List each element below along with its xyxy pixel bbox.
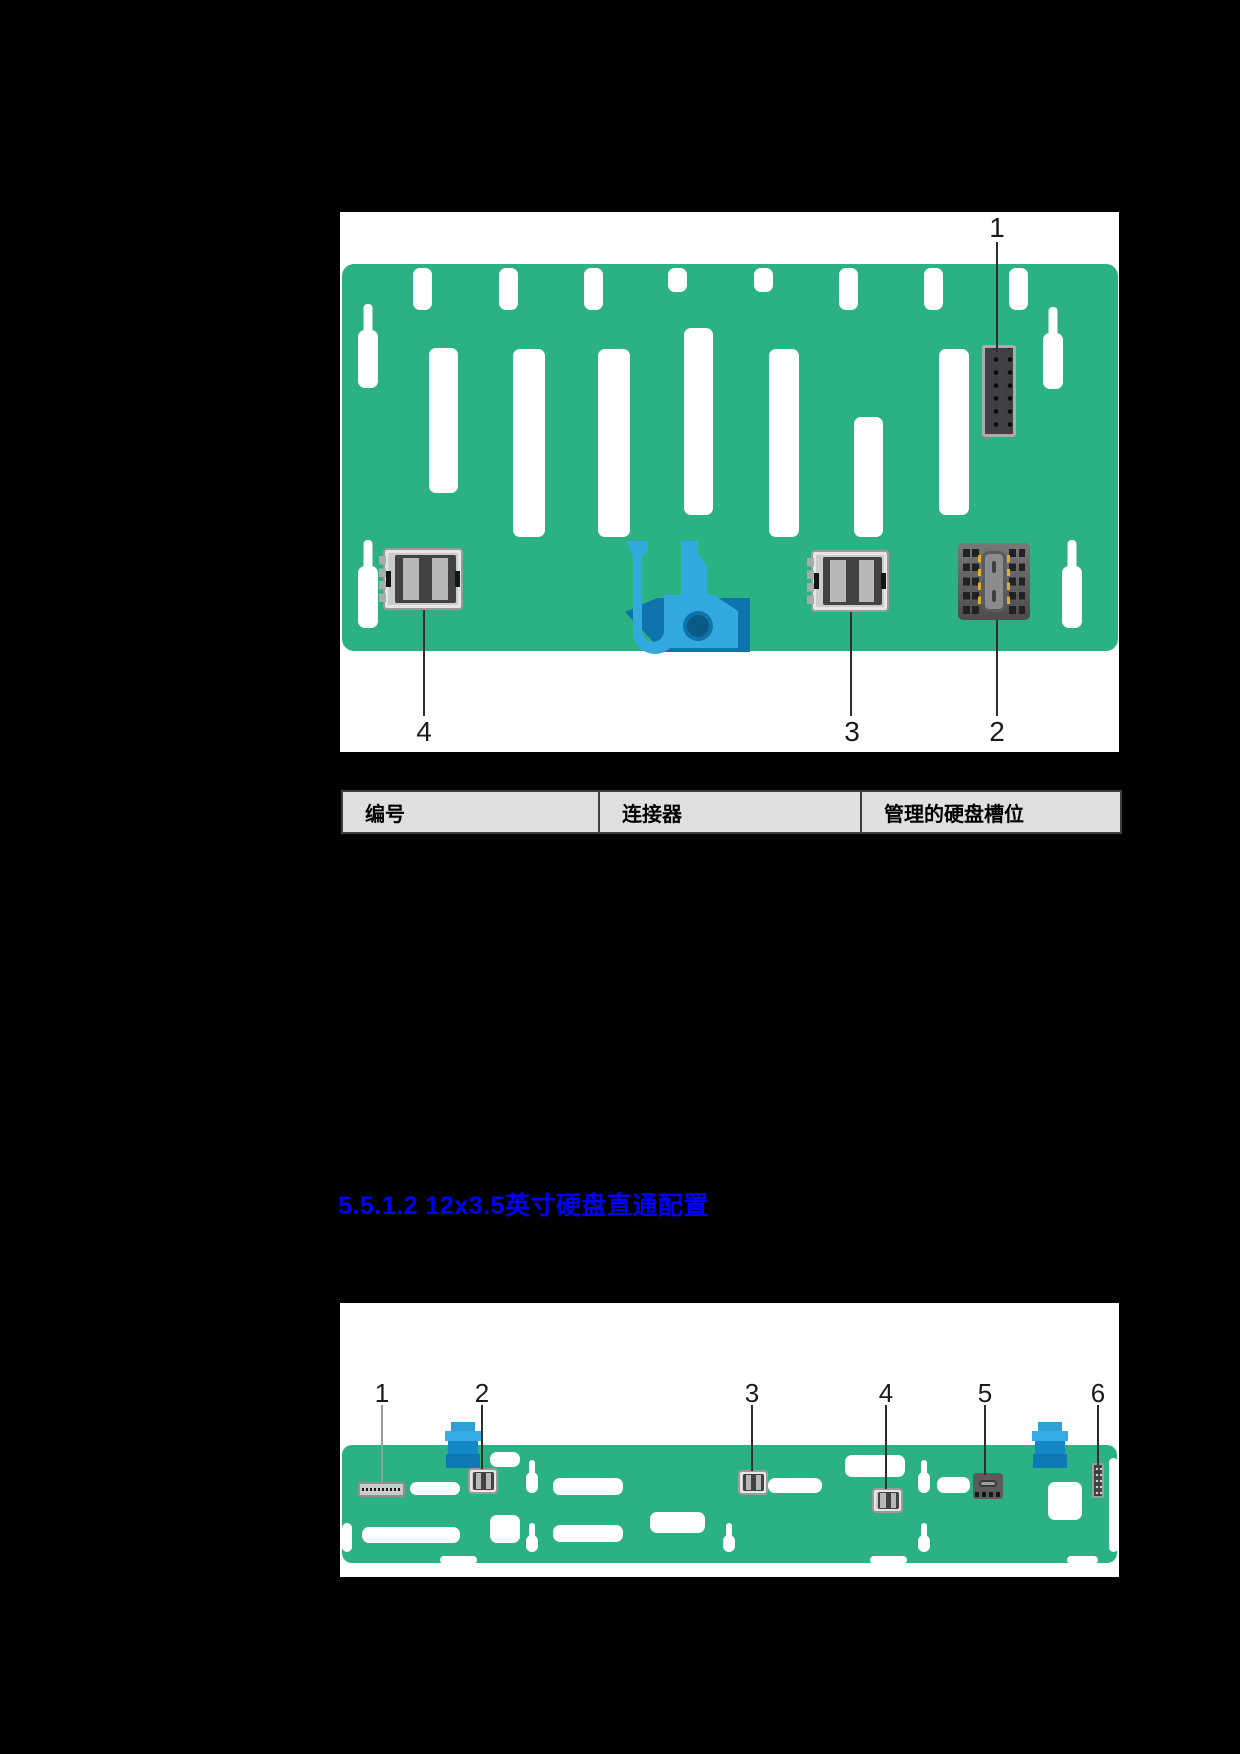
drive-slot-cutout [490,1452,520,1467]
keyhole-cutout [1043,333,1063,389]
connector-notch [813,573,819,589]
drive-slot-cutout [769,349,799,537]
callout-3-leader-line [751,1405,753,1471]
connector-slots [963,549,970,614]
release-handle [625,541,750,654]
power-connector-2 [958,543,1030,620]
backplane-pcb [342,264,1118,654]
drive-slot-cutout [1048,1482,1082,1520]
drive-slot-cutout [598,349,630,537]
minisas-hd-connector-3 [738,1470,768,1495]
drive-slot-cutout [429,348,458,493]
connector-face [822,557,882,605]
connector-face [877,1491,900,1510]
col-header-managed-drive-slots: 管理的硬盘槽位 [862,790,1122,834]
connector-face [743,1473,765,1492]
drive-slot-cutout [499,268,518,310]
minisas-hd-connector-4 [872,1488,903,1513]
callout-3-leader-line [850,612,852,716]
callout-4-label: 4 [878,1378,894,1408]
drive-slot-cutout [684,328,713,515]
drive-slot-cutout [845,1455,905,1477]
keyhole-cutout [526,1472,538,1493]
keyhole-cutout [918,1535,930,1552]
section-heading-link[interactable]: 5.5.1.2 12x3.5英寸硬盘直通配置 [338,1192,709,1220]
callout-4-leader-line [423,610,425,716]
signal-pin-header-connector-6 [1092,1463,1104,1498]
callout-5-label: 5 [977,1378,993,1408]
callout-3-label: 3 [744,1378,760,1408]
connector-contacts [978,555,982,608]
connector-notch [385,571,392,587]
drive-slot-cutout [768,1478,822,1493]
drive-slot-cutout [924,268,943,310]
callout-1-leader-line [996,242,998,352]
connector-slots [1018,549,1025,614]
drive-slot-cutout [1109,1458,1118,1552]
connector-slots [972,549,979,614]
drive-slot-cutout [553,1478,623,1495]
col-header-connector: 连接器 [600,790,862,834]
drive-slot-cutout [362,1527,460,1543]
drive-slot-cutout [490,1515,520,1543]
callout-5-leader-line [984,1405,986,1475]
drive-slot-cutout [1009,268,1028,310]
thumbscrew [1032,1422,1068,1468]
keyhole-cutout [358,566,378,628]
minisas-hd-connector-4 [378,548,463,610]
signal-pin-header-connector-1 [982,345,1016,437]
connector-face [394,555,456,603]
callout-2-label: 2 [474,1378,490,1408]
drive-slot-cutout [754,268,773,292]
drive-slot-cutout [854,417,883,537]
callout-4-leader-line [885,1405,887,1489]
table-header-row: 编号 连接器 管理的硬盘槽位 [341,790,1122,834]
connector-notch [881,573,887,589]
keyhole-cutout [1062,566,1082,628]
drive-slot-cutout [668,268,687,292]
signal-pin-header-connector-1 [358,1482,405,1497]
keyhole-cutout [723,1535,735,1552]
callout-3-label: 3 [844,716,860,747]
callout-2-label: 2 [989,716,1005,747]
drive-slot-cutout [870,1556,907,1564]
drive-slot-cutout [440,1556,477,1564]
col-header-number: 编号 [341,790,600,834]
callout-6-label: 6 [1090,1378,1106,1408]
drive-slot-cutout [553,1525,623,1542]
callout-1-label: 1 [989,212,1005,243]
drive-slot-cutout [410,1482,460,1495]
connector-face [473,1471,495,1490]
callout-4-label: 4 [416,716,432,747]
keyhole-cutout [526,1535,538,1552]
callout-2-leader-line [996,620,998,716]
backplane-figure-12x35: 1 2 3 4 5 6 [340,1303,1119,1577]
connector-key [981,551,1007,612]
connector-slots [1009,549,1016,614]
backplane-figure-8x25: 1 4 3 2 [340,212,1119,752]
keyhole-cutout [358,330,378,388]
thumbscrew [445,1422,481,1468]
power-connector-5 [973,1473,1003,1499]
drive-slot-cutout [937,1477,970,1493]
connector-pins [378,555,386,603]
drive-slot-cutout [939,349,969,515]
drive-slot-cutout [839,268,858,310]
callout-1-label: 1 [374,1378,390,1408]
drive-slot-cutout [413,268,432,310]
callout-6-leader-line [1097,1405,1099,1465]
drive-slot-cutout [1067,1556,1098,1564]
minisas-hd-connector-2 [468,1468,498,1494]
callout-2-leader-line [481,1405,483,1469]
callout-1-leader-line [381,1405,383,1483]
connector-contacts [1006,555,1010,608]
drive-slot-cutout [584,268,603,310]
connector-notch [454,571,461,587]
keyhole-cutout [918,1472,930,1493]
drive-slot-cutout [650,1512,705,1533]
minisas-hd-connector-3 [807,550,889,612]
drive-slot-cutout [342,1523,352,1552]
connector-pins [807,557,814,605]
drive-slot-cutout [513,349,545,537]
